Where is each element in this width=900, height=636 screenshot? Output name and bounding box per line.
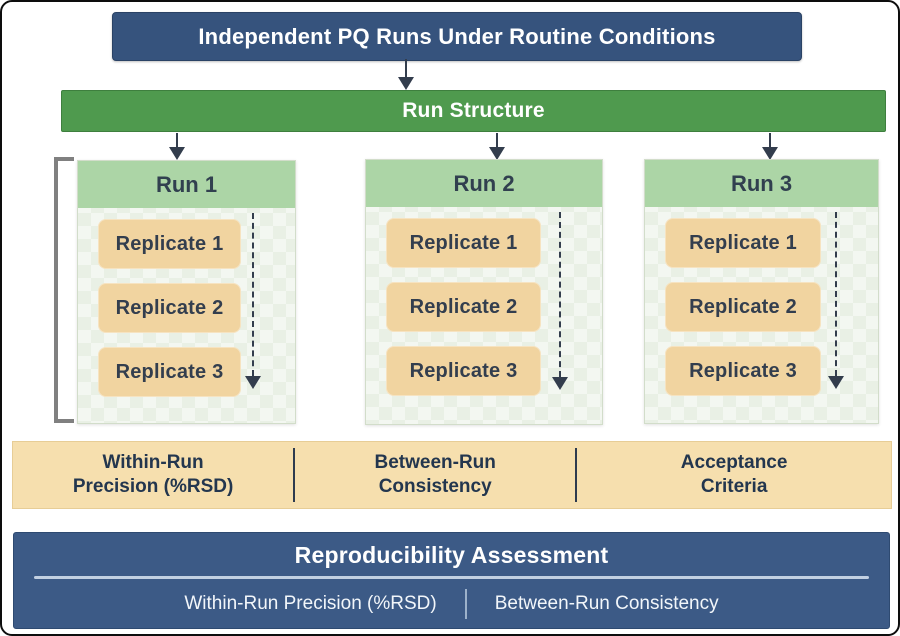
replicate-list: Replicate 1 Replicate 2 Replicate 3	[386, 218, 541, 396]
down-arrow-icon	[169, 133, 185, 160]
run-structure-banner: Run Structure	[61, 90, 886, 132]
run-card-2: Run 2 Replicate 1 Replicate 2 Replicate …	[365, 159, 603, 425]
assessment-item: Between-Run Consistency	[494, 593, 719, 614]
assessment-title: Reproducibility Assessment	[294, 542, 609, 568]
metric-line: Criteria	[700, 476, 768, 497]
metric-between-run-consistency: Between-Run Consistency	[295, 442, 575, 508]
replicate-list: Replicate 1 Replicate 2 Replicate 3	[98, 219, 241, 397]
metric-line: Acceptance	[680, 452, 788, 474]
run-title: Run 3	[730, 170, 793, 196]
replicate-box: Replicate 3	[665, 346, 821, 396]
down-arrow-icon	[489, 133, 505, 160]
assessment-metrics-row: Within-Run Precision (%RSD) Between-Run …	[14, 589, 889, 619]
replicate-box: Replicate 3	[386, 346, 541, 396]
arrow-head	[245, 376, 261, 389]
replicate-box: Replicate 1	[98, 219, 241, 269]
replicate-box: Replicate 2	[386, 282, 541, 332]
down-arrow-icon	[762, 133, 778, 160]
run-card-header: Run 3	[645, 160, 878, 207]
run-card-header: Run 1	[78, 161, 295, 208]
vertical-divider	[464, 589, 467, 619]
down-arrow-icon	[398, 59, 414, 90]
replicate-box: Replicate 1	[386, 218, 541, 268]
arrow-stem	[496, 133, 498, 147]
metric-acceptance-criteria: Acceptance Criteria	[577, 442, 891, 508]
metrics-bar: Within-Run Precision (%RSD) Between-Run …	[12, 441, 892, 509]
assessment-item: Within-Run Precision (%RSD)	[184, 593, 437, 614]
replicate-box: Replicate 1	[665, 218, 821, 268]
run-card-1: Run 1 Replicate 1 Replicate 2 Replicate …	[77, 160, 296, 424]
arrow-head	[398, 77, 414, 90]
arrow-head	[762, 147, 778, 160]
reproducibility-assessment-panel: Reproducibility Assessment Within-Run Pr…	[13, 532, 890, 629]
arrow-head	[552, 377, 568, 390]
main-title-banner: Independent PQ Runs Under Routine Condit…	[112, 12, 802, 61]
metric-line: Consistency	[378, 476, 492, 497]
metric-line: Within-Run	[102, 452, 204, 474]
dashed-line	[835, 212, 837, 376]
sequence-dashed-arrow-icon	[552, 212, 568, 390]
sequence-dashed-arrow-icon	[828, 212, 844, 389]
run-title: Run 2	[453, 170, 515, 196]
run-card-3: Run 3 Replicate 1 Replicate 2 Replicate …	[644, 159, 879, 424]
run-card-header: Run 2	[366, 160, 602, 207]
arrow-head	[489, 147, 505, 160]
arrow-head	[828, 376, 844, 389]
replicate-list: Replicate 1 Replicate 2 Replicate 3	[665, 218, 821, 396]
metric-line: Precision (%RSD)	[72, 476, 234, 497]
run-title: Run 1	[155, 171, 218, 197]
dashed-line	[559, 212, 561, 377]
replicate-box: Replicate 2	[98, 283, 241, 333]
vertical-divider	[575, 448, 578, 502]
arrow-stem	[405, 59, 407, 77]
horizontal-divider	[34, 576, 869, 579]
replicate-box: Replicate 3	[98, 347, 241, 397]
arrow-stem	[769, 133, 771, 147]
metric-line: Between-Run	[374, 452, 496, 474]
group-bracket	[54, 157, 74, 423]
vertical-divider	[293, 448, 296, 502]
metric-within-run-precision: Within-Run Precision (%RSD)	[13, 442, 293, 508]
dashed-line	[252, 213, 254, 376]
sequence-dashed-arrow-icon	[245, 213, 261, 389]
main-title: Independent PQ Runs Under Routine Condit…	[198, 23, 716, 49]
arrow-head	[169, 147, 185, 160]
replicate-box: Replicate 2	[665, 282, 821, 332]
arrow-stem	[176, 133, 178, 147]
run-structure-label: Run Structure	[402, 99, 545, 122]
